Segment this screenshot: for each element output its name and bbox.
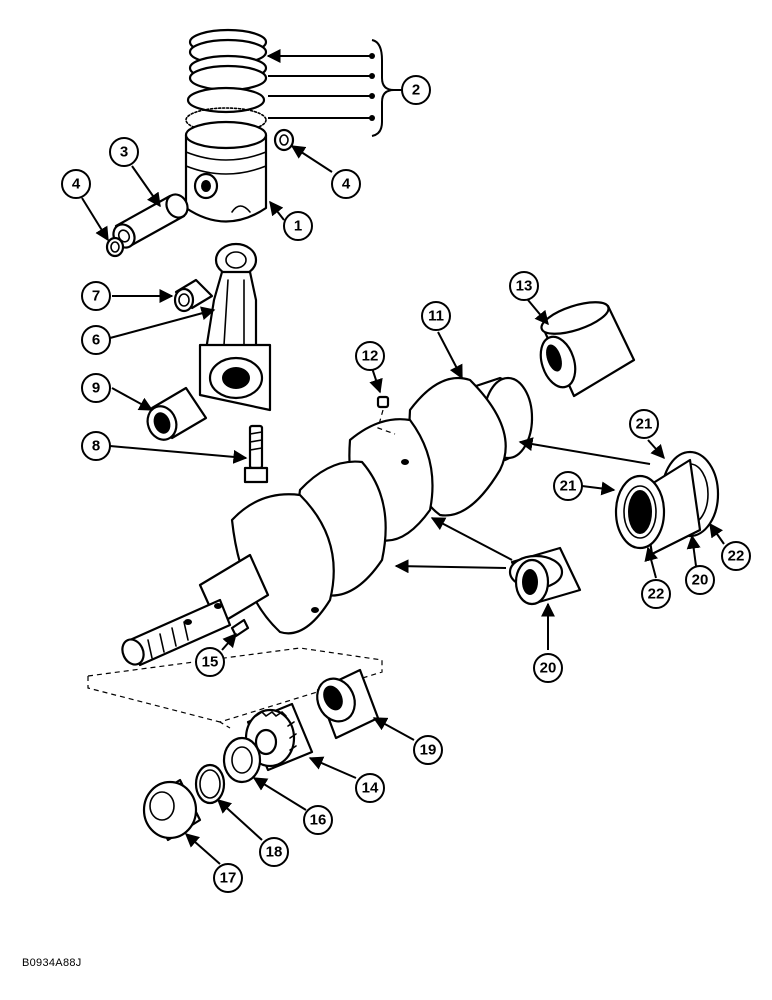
svg-text:9: 9 xyxy=(92,380,100,397)
callout-6: 6 xyxy=(81,325,111,355)
svg-text:8: 8 xyxy=(92,438,100,455)
svg-text:13: 13 xyxy=(516,278,533,295)
svg-text:4: 4 xyxy=(72,176,81,193)
callout-20-lower: 20 xyxy=(533,653,563,683)
rod-bearing xyxy=(146,386,208,441)
svg-text:16: 16 xyxy=(310,812,327,829)
svg-text:22: 22 xyxy=(728,548,745,565)
callout-4-left: 4 xyxy=(61,169,91,199)
front-bushing xyxy=(316,668,380,740)
rear-main-bearing xyxy=(539,301,636,398)
svg-text:18: 18 xyxy=(266,844,283,861)
thrust-bearing xyxy=(614,450,720,556)
connecting-rod xyxy=(198,242,272,412)
figure-reference-code: B0934A88J xyxy=(22,957,82,969)
svg-text:14: 14 xyxy=(362,780,379,797)
callout-16: 16 xyxy=(303,805,333,835)
svg-text:1: 1 xyxy=(294,218,302,235)
svg-text:15: 15 xyxy=(202,654,219,671)
o-ring xyxy=(194,763,226,805)
callout-21-left: 21 xyxy=(553,471,583,501)
callout-21-upper: 21 xyxy=(629,409,659,439)
svg-text:20: 20 xyxy=(692,572,709,589)
svg-text:20: 20 xyxy=(540,660,557,677)
callout-22-lower: 22 xyxy=(641,579,671,609)
callout-11: 11 xyxy=(421,301,451,331)
callout-13: 13 xyxy=(509,271,539,301)
callout-20-right: 20 xyxy=(685,565,715,595)
rod-bolt xyxy=(243,424,269,484)
callout-2: 2 xyxy=(401,75,431,105)
callout-8: 8 xyxy=(81,431,111,461)
svg-text:21: 21 xyxy=(636,416,653,433)
small-end-bushing xyxy=(173,278,214,313)
svg-text:6: 6 xyxy=(92,332,100,349)
callout-15: 15 xyxy=(195,647,225,677)
crankshaft xyxy=(121,376,534,667)
gear-location-outline xyxy=(87,647,383,729)
spacer-ring xyxy=(222,736,262,784)
svg-text:4: 4 xyxy=(342,176,351,193)
callout-22-right: 22 xyxy=(721,541,751,571)
center-main-bearing xyxy=(508,546,582,606)
front-sleeve xyxy=(142,778,202,842)
svg-text:22: 22 xyxy=(648,586,665,603)
svg-text:12: 12 xyxy=(362,348,379,365)
piston-rings xyxy=(185,28,268,133)
callout-14: 14 xyxy=(355,773,385,803)
callout-18: 18 xyxy=(259,837,289,867)
svg-text:21: 21 xyxy=(560,478,577,495)
snap-ring-left xyxy=(105,236,125,258)
callout-1: 1 xyxy=(283,211,313,241)
callout-17: 17 xyxy=(213,863,243,893)
svg-text:2: 2 xyxy=(412,82,420,99)
callout-19: 19 xyxy=(413,735,443,765)
callout-12: 12 xyxy=(355,341,385,371)
svg-text:11: 11 xyxy=(428,308,444,325)
callout-7: 7 xyxy=(81,281,111,311)
svg-text:7: 7 xyxy=(92,288,100,305)
callout-4-right: 4 xyxy=(331,169,361,199)
callout-3: 3 xyxy=(109,137,139,167)
woodruff-key xyxy=(230,618,250,638)
callout-9: 9 xyxy=(81,373,111,403)
piston xyxy=(184,120,268,223)
svg-text:19: 19 xyxy=(420,742,437,759)
svg-text:17: 17 xyxy=(220,870,237,887)
leader-lines xyxy=(81,39,725,865)
svg-text:3: 3 xyxy=(120,144,128,161)
snap-ring-right xyxy=(273,128,295,152)
dowel-pin xyxy=(376,395,396,435)
